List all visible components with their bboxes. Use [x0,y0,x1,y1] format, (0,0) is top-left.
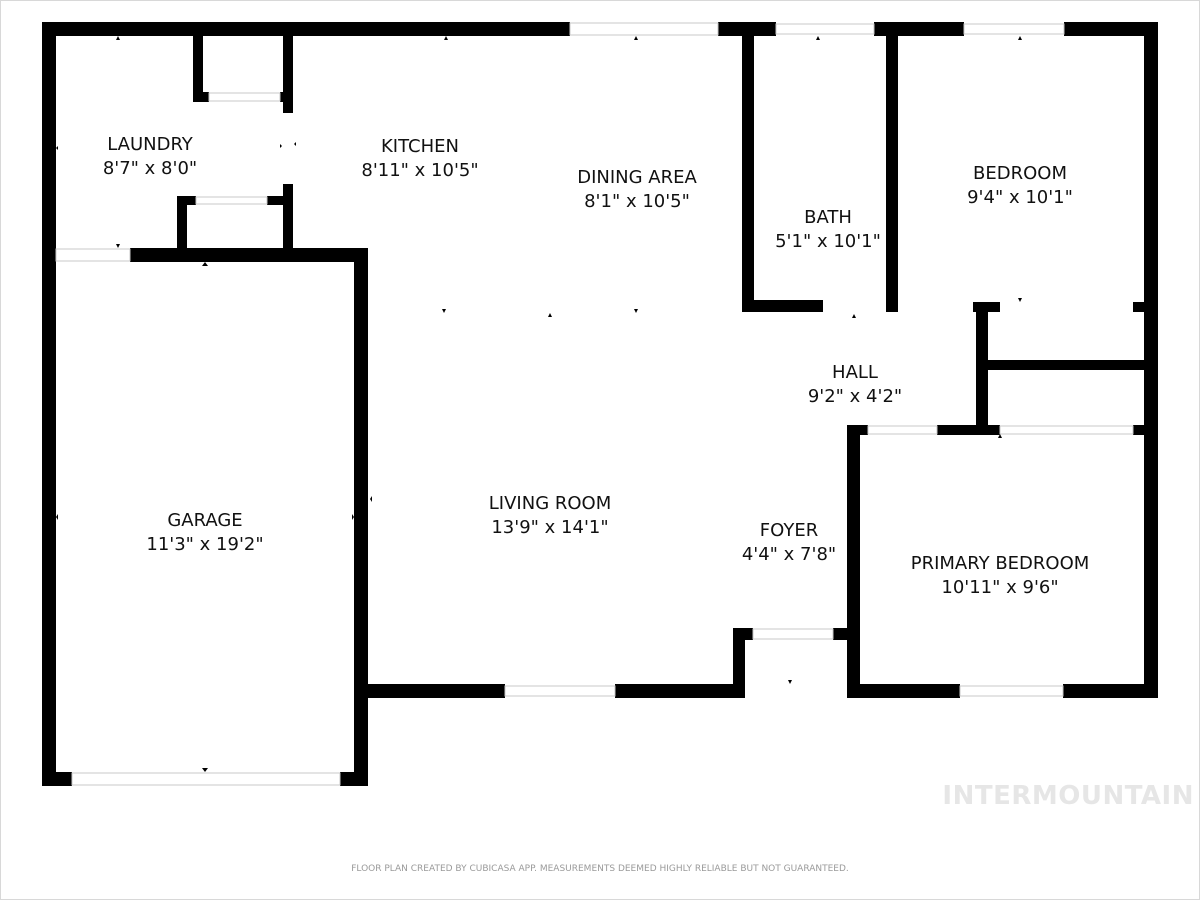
arrow-icon [56,146,58,150]
garage-door [71,772,341,786]
footer-disclaimer: FLOOR PLAN CREATED BY CUBICASA APP. MEAS… [351,864,849,874]
arrow-icon [998,434,1002,438]
room-name: HALL [832,362,878,383]
room-name: FOYER [759,520,819,541]
wall [742,300,823,312]
room-name: LIVING ROOM [488,493,612,514]
arrow-icon [116,36,120,40]
wall [886,36,898,312]
wall [615,684,745,698]
wall [177,196,196,205]
wall [1064,22,1158,36]
room-size: 8'1" x 10'5" [584,191,690,212]
room-living-room: LIVING ROOM 13'9" x 14'1" [489,492,611,540]
room-bath: BATH 5'1" x 10'1" [775,206,881,254]
arrow-icon [202,768,208,772]
window [569,22,719,36]
room-kitchen: KITCHEN 8'11" x 10'5" [361,135,478,183]
arrow-icon [294,142,296,146]
wall [1063,684,1158,698]
arrow-icon [280,144,282,148]
wall [833,628,847,640]
wall [193,92,209,102]
entry-door [752,628,834,640]
arrow-icon [634,309,638,313]
arrow-icon [816,36,820,40]
arrow-icon [852,314,856,318]
wall [368,684,505,698]
wall [283,184,293,248]
room-size: 4'4" x 7'8" [741,544,837,565]
door-opening [55,248,131,262]
wall [1133,425,1144,435]
wall [193,36,203,102]
room-size: 8'11" x 10'5" [361,160,479,181]
arrow-icon [442,309,446,313]
room-name: KITCHEN [380,136,459,157]
window [504,685,616,697]
arrow-icon [634,36,638,40]
watermark: INTERMOUNTAIN [942,781,1194,811]
door-opening [867,425,938,435]
room-size: 10'11" x 9'6" [941,577,1059,598]
wall [177,196,187,248]
wall [354,248,368,786]
wall [42,772,72,786]
arrow-icon [370,496,372,502]
wall [130,248,368,262]
room-hall: HALL 9'2" x 4'2" [808,361,902,409]
wall [42,22,56,786]
arrow-icon [56,514,58,520]
wall [742,22,754,312]
wall [42,22,570,36]
room-size: 13'9" x 14'1" [491,517,609,538]
window [775,23,875,35]
room-name: DINING AREA [577,167,697,188]
wall [733,628,753,640]
wall [733,628,745,698]
room-size: 5'1" x 10'1" [775,231,881,252]
wall [937,425,1000,435]
wall [1144,22,1158,698]
room-bedroom: BEDROOM 9'4" x 10'1" [967,162,1073,210]
arrow-icon [1018,298,1022,302]
wall [267,196,293,205]
walls [42,22,1158,786]
wall [874,22,964,36]
wall [976,360,1144,370]
room-dining-area: DINING AREA 8'1" x 10'5" [577,166,697,214]
room-name: GARAGE [167,510,243,531]
arrow-icon [788,680,792,684]
wall [847,425,860,698]
windows-and-openings [55,22,1134,786]
door-opening [208,92,281,102]
wall [340,772,368,786]
arrow-icon [202,262,208,266]
room-size: 9'4" x 10'1" [967,187,1073,208]
room-size: 9'2" x 4'2" [807,386,903,407]
room-name: LAUNDRY [107,134,193,155]
wall [847,684,960,698]
arrow-icon [116,244,120,248]
window [963,23,1065,35]
room-primary-bedroom: PRIMARY BEDROOM 10'11" x 9'6" [911,552,1090,600]
room-laundry: LAUNDRY 8'7" x 8'0" [103,133,197,181]
room-foyer: FOYER 4'4" x 7'8" [742,519,836,567]
closet-door [999,425,1134,435]
room-size: 11'3" x 19'2" [146,534,264,555]
room-garage: GARAGE 11'3" x 19'2" [146,509,263,557]
room-name: PRIMARY BEDROOM [910,553,1090,574]
door-opening [195,196,268,205]
arrow-icon [444,36,448,40]
dimension-arrows [56,36,1022,772]
room-name: BEDROOM [973,163,1067,184]
room-size: 8'7" x 8'0" [102,158,198,179]
wall [283,36,293,113]
wall [1133,302,1144,312]
room-name: BATH [804,207,852,228]
arrow-icon [548,313,552,317]
arrow-icon [1018,36,1022,40]
window [959,685,1064,697]
arrow-icon [352,514,354,520]
